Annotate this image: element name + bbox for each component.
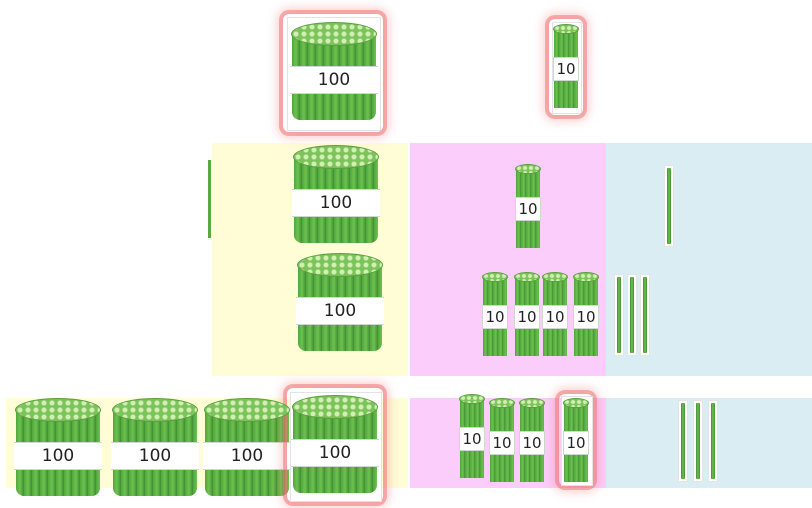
ten-label: 10: [542, 304, 568, 329]
ten-label: 10: [489, 430, 515, 455]
hundred-label: 100: [111, 442, 199, 470]
hundred-label: 100: [14, 442, 102, 470]
one-stick: [678, 400, 688, 482]
hundred-label: 100: [290, 66, 378, 94]
ten-label: 10: [573, 304, 599, 329]
ten-label: 10: [514, 304, 540, 329]
ten-bundle: 10: [573, 272, 599, 356]
hundred-bundle: 100: [14, 398, 102, 502]
ten-label: 10: [519, 430, 545, 455]
ten-bundle: 10: [542, 272, 568, 356]
one-stick: [627, 274, 637, 356]
one-stick: [640, 274, 650, 356]
hundred-bundle: 100: [292, 145, 380, 249]
hundred-label: 100: [292, 189, 380, 217]
hundred-bundle: 100: [291, 395, 379, 499]
hundred-label: 100: [291, 439, 379, 467]
one-stick: [614, 274, 624, 356]
one-stick: [708, 400, 718, 482]
ten-bundle: 10: [482, 272, 508, 356]
ten-label: 10: [553, 56, 579, 81]
edge-stick-mark: [208, 160, 211, 238]
ten-label: 10: [482, 304, 508, 329]
hundred-label: 100: [296, 297, 384, 325]
ten-bundle: 10: [563, 398, 589, 482]
one-stick: [664, 165, 674, 247]
ten-label: 10: [459, 426, 485, 451]
ten-bundle: 10: [553, 24, 579, 108]
ten-bundle: 10: [515, 164, 541, 248]
ten-bundle: 10: [519, 398, 545, 482]
ten-label: 10: [563, 430, 589, 455]
hundred-bundle: 100: [111, 398, 199, 502]
ten-bundle: 10: [459, 394, 485, 478]
ten-bundle: 10: [514, 272, 540, 356]
hundred-bundle: 100: [203, 398, 291, 502]
tens-column-upper: [410, 143, 606, 376]
hundred-bundle: 100: [296, 253, 384, 357]
hundred-bundle: 100: [290, 22, 378, 126]
one-stick: [693, 400, 703, 482]
ten-label: 10: [515, 196, 541, 221]
ten-bundle: 10: [489, 398, 515, 482]
hundred-label: 100: [203, 442, 291, 470]
